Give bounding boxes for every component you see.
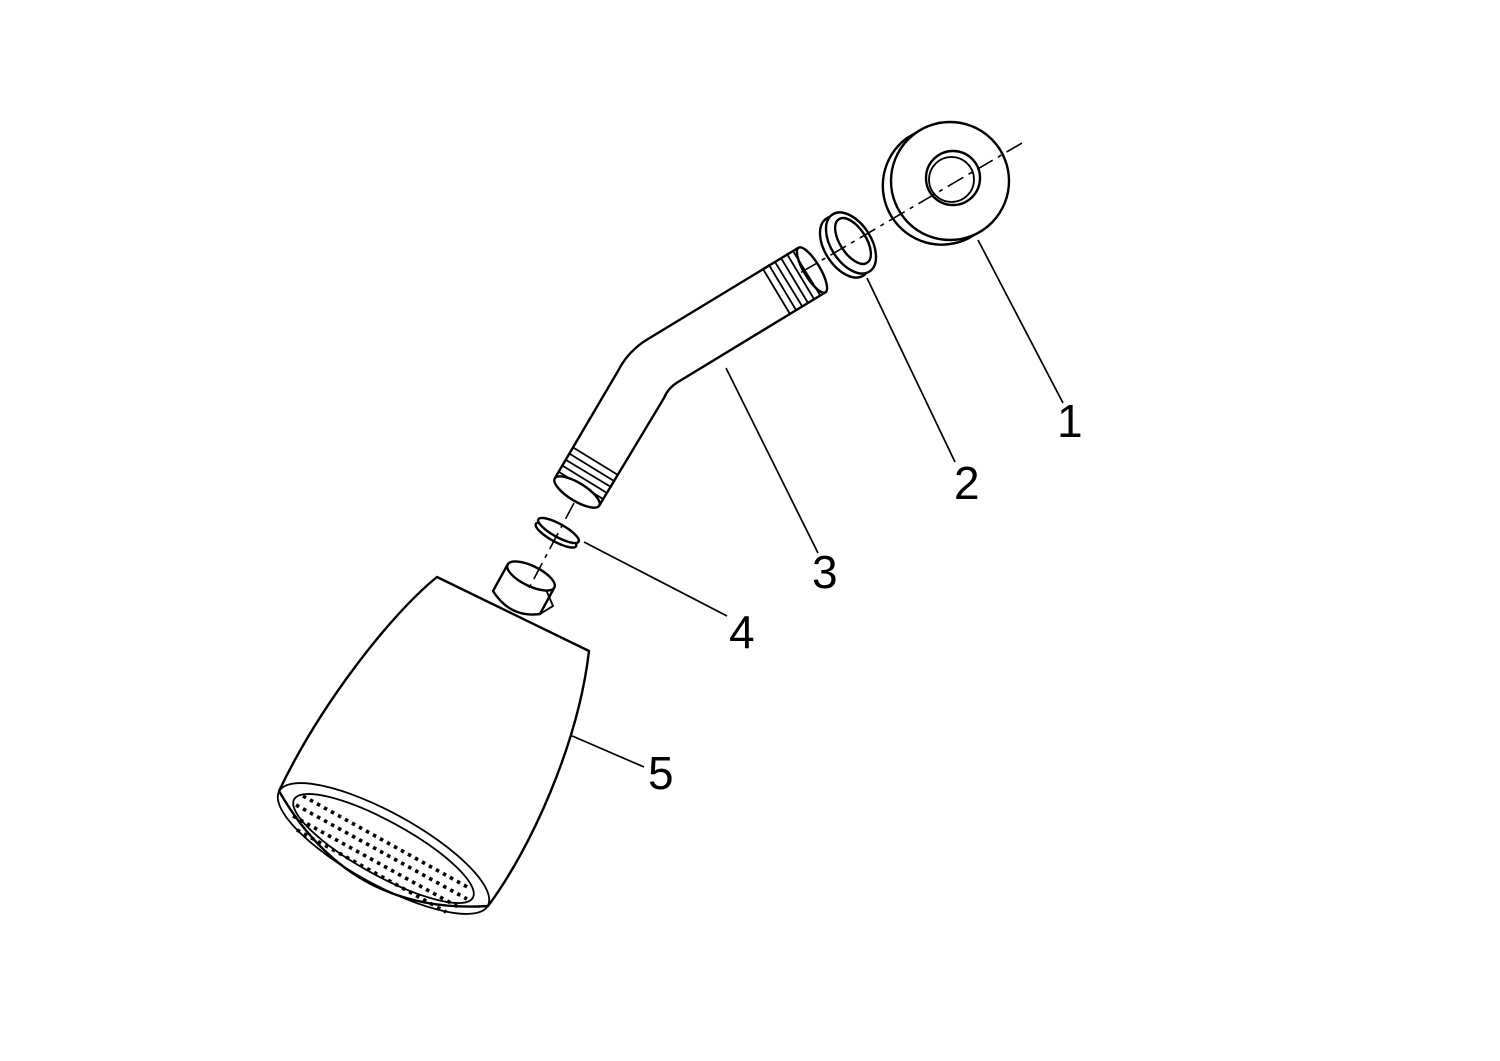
shower-arm-top-threads (762, 250, 821, 315)
head-spray-face-rim (276, 782, 491, 915)
flange-hole (924, 149, 982, 207)
leader-line-3 (725, 367, 819, 554)
leader-line-5 (569, 734, 645, 768)
shower-arm-bottom-cap (553, 475, 601, 509)
part-label-3: 3 (812, 546, 838, 598)
centerline-lower (527, 502, 575, 591)
leader-line-1 (977, 239, 1064, 404)
centerline-upper (799, 142, 1023, 274)
flange-hole-chamfer (928, 156, 975, 203)
callout-labels: 1 2 3 4 5 (648, 395, 1083, 799)
callout-leaders (569, 239, 1064, 768)
shower-arm-left-edge (553, 246, 800, 480)
part-label-5: 5 (648, 747, 674, 799)
head-swivel-fitting (491, 560, 556, 616)
shower-arm-right-edge (597, 290, 828, 508)
shower-arm-top-cap (795, 246, 829, 294)
flange-escutcheon (881, 120, 1011, 246)
shower-head (276, 560, 591, 915)
head-spray-face-plate (292, 793, 475, 904)
head-cone-body (277, 575, 591, 908)
part-label-1: 1 (1057, 395, 1083, 447)
shower-arm-body-fill (555, 248, 826, 506)
part-label-2: 2 (954, 457, 980, 509)
leader-line-4 (583, 541, 728, 617)
shower-arm (553, 246, 829, 509)
assembly-centerlines (527, 142, 1023, 591)
head-spray-nozzles (292, 794, 472, 914)
part-label-4: 4 (729, 606, 755, 658)
arm-washer (534, 516, 581, 549)
leader-line-2 (866, 277, 956, 463)
flange-rim-arc (881, 136, 971, 246)
